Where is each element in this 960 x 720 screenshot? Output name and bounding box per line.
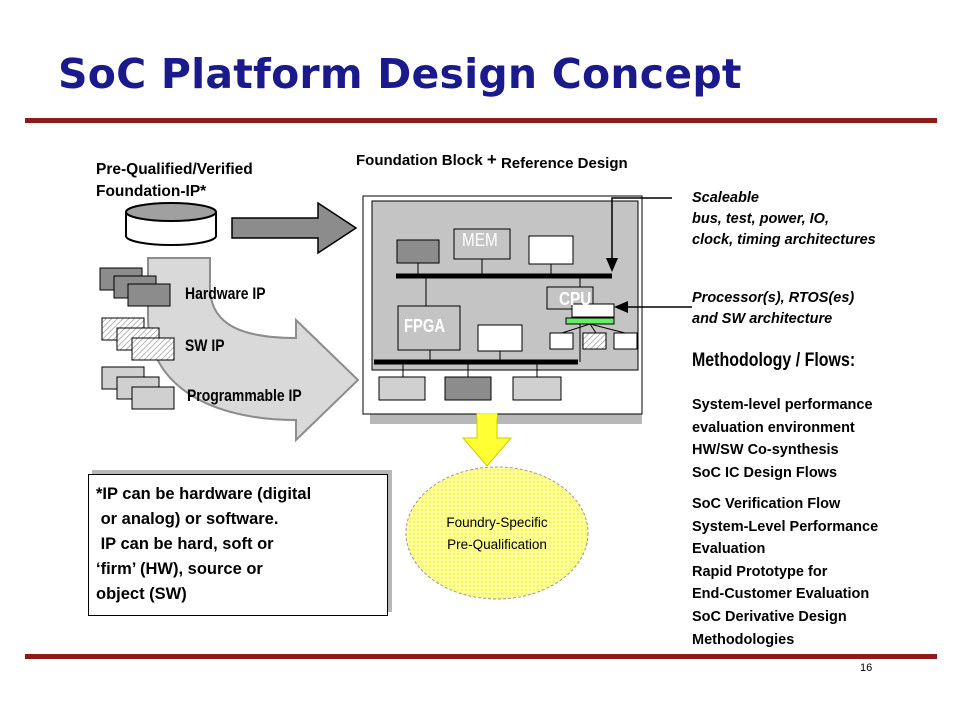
foundry-qualification-ellipse [405, 466, 589, 600]
methodology-item: System-level performance [692, 397, 873, 413]
io-block-2 [444, 376, 492, 401]
scaleable-note-line3: clock, timing architectures [692, 232, 876, 248]
foundation-ip-label-line1: Pre-Qualified/Verified [96, 161, 253, 178]
foundation-block-title: Foundation Block + Reference Design [356, 150, 628, 172]
methodology-list-2: SoC Verification Flow System-Level Perfo… [692, 493, 878, 651]
methodology-item: System-Level Performance [692, 518, 879, 535]
hardware-ip-label: Hardware IP [185, 284, 266, 303]
scaleable-pointer [611, 197, 672, 262]
sw-ip-stack-icon [101, 317, 175, 361]
fpga-block [397, 305, 461, 351]
processor-note-line2: and SW architecture [692, 311, 833, 327]
cpu-sub-block-1 [549, 332, 574, 350]
foundry-label-line1: Foundry-Specific [446, 515, 548, 530]
methodology-list-1: System-level performance evaluation envi… [692, 394, 873, 484]
top-divider [25, 118, 937, 123]
programmable-ip-label: Programmable IP [187, 386, 302, 405]
ip-curved-arrow [147, 257, 360, 443]
methodology-heading: Methodology / Flows: [692, 350, 856, 371]
cpu-green-bar [565, 317, 615, 325]
methodology-item: SoC Derivative Design [692, 608, 847, 625]
hardware-ip-stack-icon [99, 267, 171, 307]
scaleable-note-line1: Scaleable [692, 190, 759, 206]
methodology-item: Methodologies [692, 631, 795, 648]
foundation-arrow [231, 201, 358, 255]
database-cylinder-icon [125, 202, 217, 246]
page-title: SoC Platform Design Concept [58, 50, 742, 98]
programmable-ip-stack-icon [101, 366, 175, 410]
foundation-block-label: Foundation Block [356, 152, 483, 169]
methodology-item: End-Customer Evaluation [692, 586, 870, 603]
plus-sign: + [486, 150, 497, 169]
foundry-label-line2: Pre-Qualification [447, 537, 547, 552]
foundation-ip-label-line2: Foundation-IP* [96, 183, 207, 200]
mem-label: MEM [462, 230, 498, 250]
fpga-label: FPGA [404, 316, 446, 336]
ip-note-text: *IP can be hardware (digital or analog) … [96, 485, 312, 603]
cpu-label: CPU [559, 289, 592, 309]
lower-middle-block [477, 324, 523, 352]
cpu-sub-block-2 [582, 332, 607, 350]
foundry-label: Foundry-Specific Pre-Qualification [432, 512, 562, 556]
io-block-3 [512, 376, 562, 401]
upper-block-left [396, 239, 440, 264]
methodology-item: SoC IC Design Flows [692, 464, 838, 481]
scaleable-note-line2: bus, test, power, IO, [692, 211, 829, 227]
methodology-item: HW/SW Co-synthesis [692, 442, 839, 458]
methodology-item: Evaluation [692, 541, 766, 558]
mem-block [453, 228, 511, 260]
processor-note-line1: Processor(s), RTOS(es) [692, 290, 855, 306]
processor-note: Processor(s), RTOS(es) and SW architectu… [692, 288, 854, 330]
methodology-item: SoC Verification Flow [692, 496, 841, 512]
reference-design-label: Reference Design [500, 155, 628, 172]
cpu-sub-block-3 [613, 332, 638, 350]
methodology-item: evaluation environment [692, 419, 855, 436]
io-block-1 [378, 376, 426, 401]
bottom-divider [25, 654, 937, 659]
page-number: 16 [860, 662, 873, 674]
scaleable-note: Scaleable bus, test, power, IO, clock, t… [692, 188, 876, 251]
methodology-item: Rapid Prototype for [692, 563, 828, 580]
sw-ip-label: SW IP [185, 336, 225, 355]
ip-note-box [88, 474, 388, 616]
upper-block-right [528, 235, 574, 265]
